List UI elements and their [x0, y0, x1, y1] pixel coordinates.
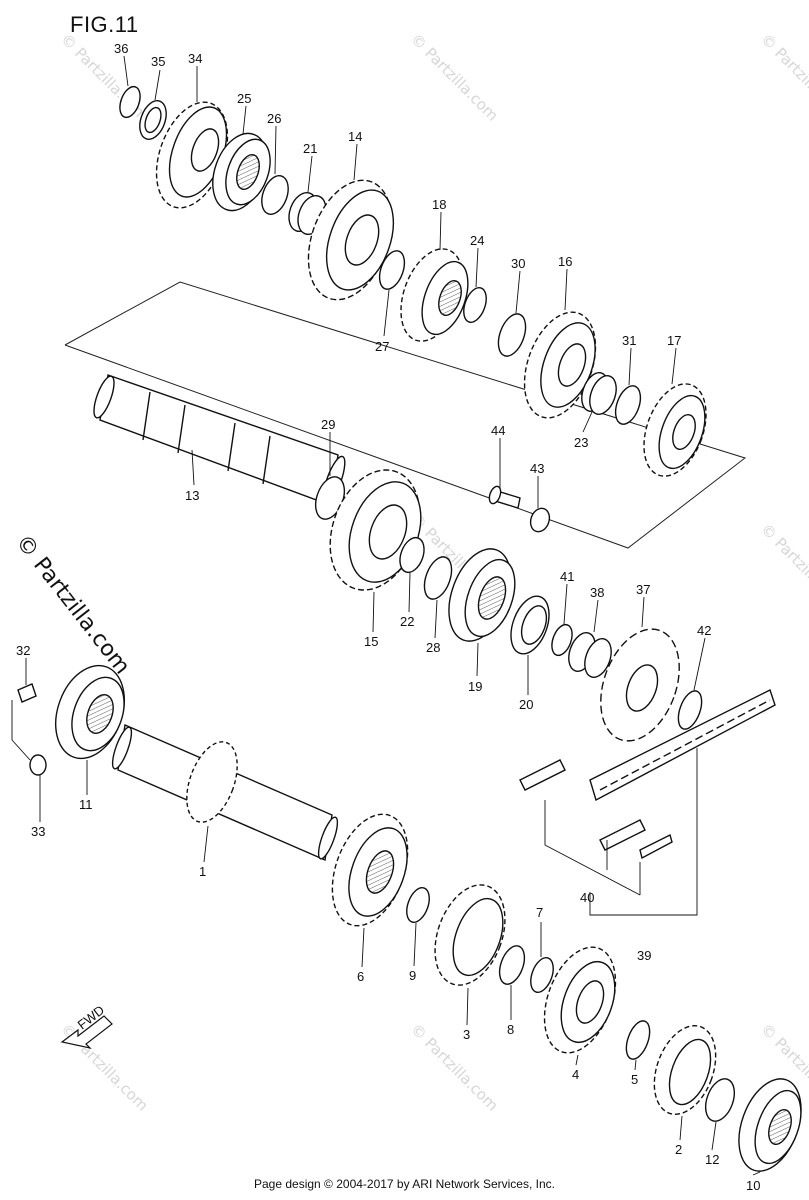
part-13-countershaft: [99, 374, 339, 506]
part-number-label: 34: [188, 51, 202, 66]
part-number-label: 4: [572, 1067, 579, 1082]
part-number-label: 30: [511, 256, 525, 271]
part-number-label: 26: [267, 111, 281, 126]
part-number-label: 6: [357, 969, 364, 984]
part-7-circlip: [530, 957, 554, 993]
part-24-circlip: [463, 287, 487, 323]
part-number-label: 38: [590, 585, 604, 600]
part-number-label: 7: [536, 905, 543, 920]
watermark-text: © Partzilla.com: [757, 30, 809, 125]
part-number-label: 11: [79, 797, 93, 812]
watermark-text: © Partzilla.com: [407, 1020, 502, 1115]
part-number-label: 35: [151, 54, 165, 69]
part-number-label: 42: [697, 623, 711, 638]
part-number-label: 27: [375, 339, 389, 354]
part-number-label: 8: [507, 1022, 514, 1037]
part-number-label: 14: [348, 129, 362, 144]
watermark-text: © Partzilla.com: [757, 520, 809, 615]
part-number-label: 43: [530, 461, 544, 476]
part-number-label: 23: [574, 435, 588, 450]
part-number-label: 13: [185, 488, 199, 503]
part-number-label: 20: [519, 697, 533, 712]
part-number-label: 28: [426, 640, 440, 655]
part-9-circlip: [406, 887, 430, 923]
part-number-label: 12: [705, 1152, 719, 1167]
part-number-label: 41: [560, 569, 574, 584]
part-28-washer: [423, 556, 453, 600]
part-number-label: 5: [631, 1072, 638, 1087]
watermark-text: © Partzilla.com: [407, 30, 502, 125]
fwd-arrow-icon: FWD: [60, 1002, 113, 1050]
part-number-label: 2: [675, 1142, 682, 1157]
part-number-label: 24: [470, 233, 484, 248]
part-31-washer: [614, 385, 642, 425]
part-number-label: 17: [667, 333, 681, 348]
part-27-washer: [378, 250, 406, 290]
part-number-label: 18: [432, 197, 446, 212]
leader-lines: [11, 55, 761, 1176]
part-number-label: 19: [468, 679, 482, 694]
part-number-label: 36: [114, 41, 128, 56]
part-number-label: 44: [491, 423, 505, 438]
part-labels: 36 35 34 25 26 21 14 18 24 27 30 16 31 1…: [16, 41, 760, 1193]
assembly-outline: [64, 281, 747, 549]
part-number-label: 37: [636, 582, 650, 597]
part-number-label: 33: [31, 824, 45, 839]
part-number-label: 40: [580, 890, 594, 905]
part-32-clip: [17, 683, 37, 703]
part-22-bushing: [399, 536, 425, 574]
part-30-washer: [497, 313, 527, 357]
part-42-circlip: [677, 690, 703, 730]
part-number-label: 9: [409, 968, 416, 983]
part-43-lockwasher: [529, 507, 551, 533]
watermark-text: © Partzilla.com: [57, 30, 152, 125]
figure-title: FIG.11: [70, 12, 139, 37]
part-number-label: 39: [637, 948, 651, 963]
part-5-bushing: [625, 1020, 651, 1060]
part-26-washer: [261, 175, 289, 215]
part-number-label: 22: [400, 614, 414, 629]
part-number-label: 21: [303, 141, 317, 156]
part-number-label: 29: [321, 417, 335, 432]
part-40-masterlink: [519, 759, 566, 791]
page-footer: Page design © 2004-2017 by ARI Network S…: [253, 1177, 555, 1191]
part-36-circlip: [119, 85, 141, 119]
part-number-label: 32: [16, 643, 30, 658]
part-8-washer: [498, 945, 526, 985]
part-41-oring: [551, 623, 573, 657]
part-number-label: 25: [237, 91, 251, 106]
part-number-label: 3: [463, 1027, 470, 1042]
part-12-washer: [704, 1078, 736, 1122]
part-number-label: 10: [746, 1178, 760, 1193]
part-33-screw: [29, 754, 47, 776]
part-number-label: 1: [199, 864, 206, 879]
part-number-label: 15: [364, 634, 378, 649]
part-number-label: 31: [622, 333, 636, 348]
part-chain: [589, 689, 776, 802]
part-number-label: 16: [558, 254, 572, 269]
